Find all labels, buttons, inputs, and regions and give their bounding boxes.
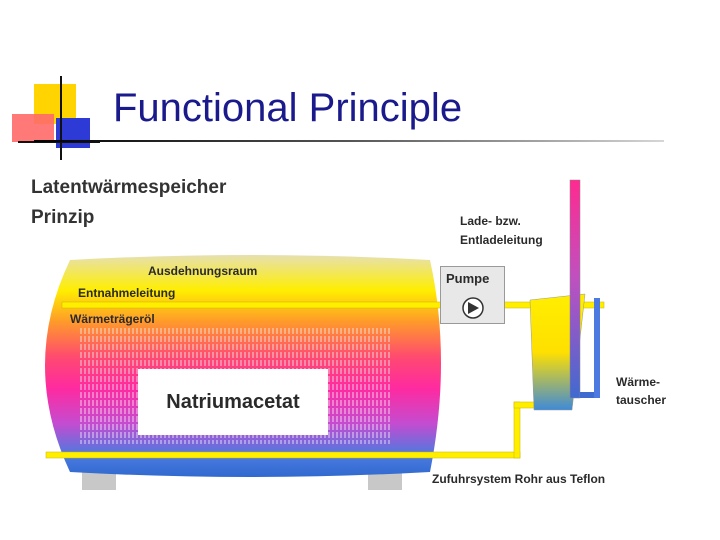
- slide-title: Functional Principle: [113, 86, 463, 130]
- pump-icon: [462, 297, 484, 319]
- diagram-subheading: Prinzip: [31, 207, 95, 228]
- diagram-heading: Latentwärmespeicher: [31, 177, 227, 198]
- slide-logo: [12, 76, 100, 160]
- label-exchanger-1: Wärme-: [616, 375, 661, 389]
- label-exchanger-2: tauscher: [616, 393, 667, 407]
- bottom-riser-pipe: [513, 401, 521, 459]
- charge-riser-pipe: [569, 179, 581, 399]
- label-extraction-line: Entnahmeleitung: [78, 286, 176, 300]
- material-label-box: Natriumacetat: [138, 369, 328, 435]
- label-charge-line-2: Entladeleitung: [460, 233, 543, 247]
- tank-foot-right: [368, 472, 402, 490]
- label-heat-transfer-oil: Wärmeträgeröl: [70, 312, 155, 326]
- label-expansion-space: Ausdehnungsraum: [148, 264, 258, 278]
- exchanger-outlet-pipe: [580, 392, 600, 398]
- logo-red-square: [12, 114, 54, 142]
- label-supply-pipe: Zufuhrsystem Rohr aus Teflon: [432, 472, 606, 486]
- extraction-pipe: [61, 301, 605, 309]
- label-pump: Pumpe: [446, 271, 490, 286]
- tank-foot-left: [82, 472, 116, 490]
- exchanger-return-pipe: [594, 298, 600, 398]
- label-material: Natriumacetat: [166, 390, 300, 413]
- bottom-supply-pipe: [45, 451, 521, 459]
- title-underline: [34, 140, 664, 142]
- label-charge-line-1: Lade- bzw.: [460, 214, 521, 228]
